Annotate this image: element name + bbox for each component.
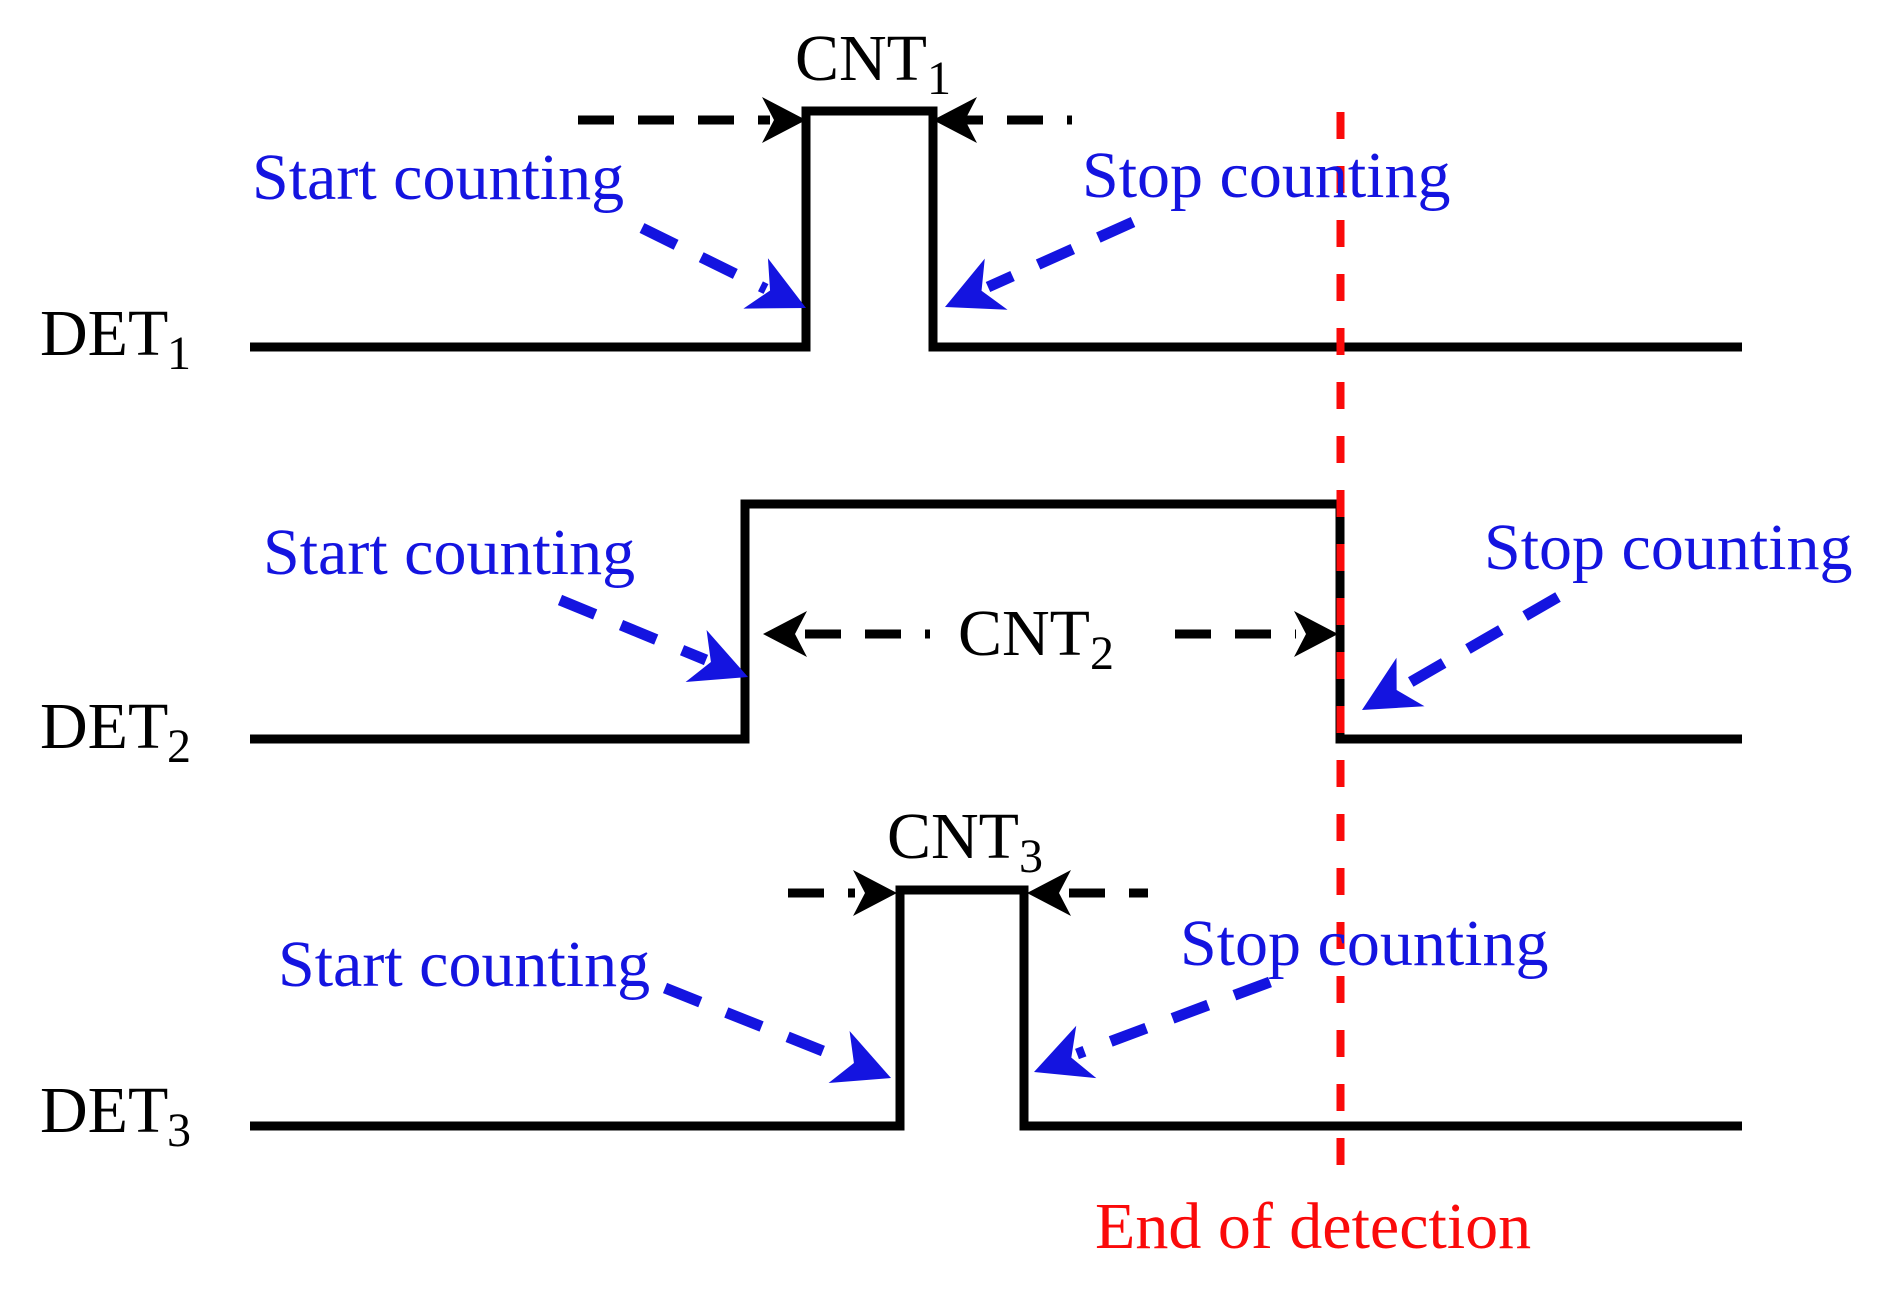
- cnt1-label: CNT: [795, 22, 927, 95]
- start-arrow-det2: [557, 594, 709, 666]
- det2-label-subscript: 2: [167, 720, 191, 773]
- start-arrow-det1: [639, 223, 769, 294]
- cnt2-right-arrowhead-icon: [1294, 611, 1338, 657]
- stop-counting-label-det3: Stop counting: [1180, 907, 1549, 980]
- cnt3-label: CNT: [887, 800, 1019, 873]
- stop-counting-label-det2: Stop counting: [1484, 511, 1853, 584]
- stop-arrow-det1: [985, 216, 1136, 293]
- stop-counting-label-det1: Stop counting: [1082, 139, 1451, 212]
- start-counting-label-det1: Start counting: [252, 141, 624, 214]
- cnt1-label-subscript: 1: [927, 52, 951, 105]
- stop-arrowhead-det1-icon: [945, 258, 1008, 310]
- det3-label-subscript: 3: [167, 1104, 191, 1157]
- stop-arrowhead-det3-icon: [1034, 1025, 1097, 1079]
- cnt1-left-arrowhead-icon: [762, 97, 806, 143]
- det2-label: DET: [40, 690, 168, 763]
- cnt2-left-arrowhead-icon: [763, 611, 807, 657]
- det1-label-subscript: 1: [167, 327, 191, 380]
- cnt3-label-subscript: 3: [1019, 830, 1043, 883]
- cnt2-label-subscript: 2: [1090, 627, 1114, 680]
- cnt3-left-arrowhead-icon: [853, 870, 897, 916]
- det3-label: DET: [40, 1074, 168, 1147]
- stop-arrowhead-det2-icon: [1362, 657, 1425, 710]
- cnt2-label: CNT: [958, 597, 1090, 670]
- stop-arrow-det3: [1075, 976, 1272, 1060]
- det3-waveform: [250, 885, 1742, 1131]
- det1-waveform: [250, 106, 1742, 352]
- start-counting-label-det2: Start counting: [263, 516, 635, 589]
- det1-label: DET: [40, 297, 168, 370]
- start-arrowhead-det1-icon: [743, 258, 806, 309]
- cnt1-right-arrowhead-icon: [933, 97, 977, 143]
- start-arrowhead-det3-icon: [828, 1031, 891, 1083]
- det2-waveform: [250, 499, 1742, 744]
- start-counting-label-det3: Start counting: [278, 928, 650, 1001]
- stop-arrow-det2: [1399, 592, 1561, 692]
- start-arrowhead-det2-icon: [685, 630, 748, 682]
- end-of-detection-label: End of detection: [1095, 1190, 1531, 1263]
- start-arrow-det3: [662, 982, 851, 1067]
- cnt3-right-arrowhead-icon: [1027, 870, 1071, 916]
